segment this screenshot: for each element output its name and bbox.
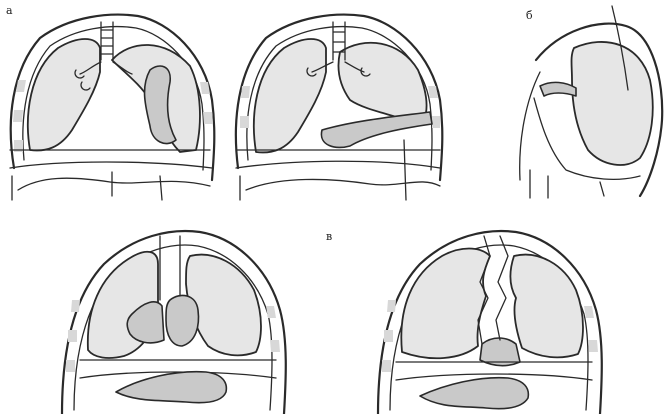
panel-a-left-thorax xyxy=(10,15,214,200)
panel-b-lateral-view xyxy=(520,6,663,198)
panel-v-right-thorax xyxy=(378,231,602,414)
panel-label-b: б xyxy=(526,9,533,22)
panel-label-v: в xyxy=(326,230,332,243)
panel-v-left-thorax xyxy=(62,231,286,414)
panel-label-a: а xyxy=(6,4,13,17)
panel-a-right-thorax xyxy=(236,15,442,200)
